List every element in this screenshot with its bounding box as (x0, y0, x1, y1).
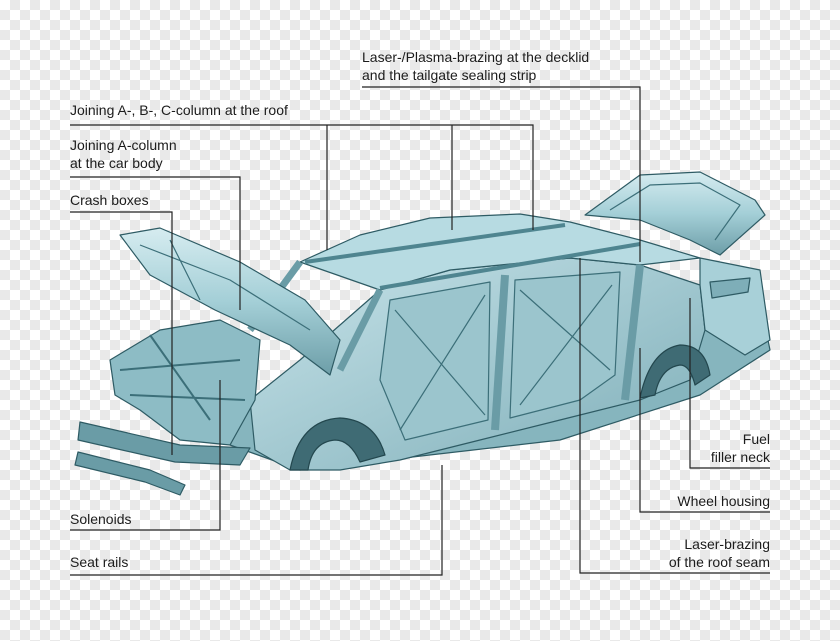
car-body-in-white (74, 171, 771, 496)
b-pillar (491, 274, 509, 431)
c-pillar (621, 264, 644, 401)
leader-crash-boxes (70, 211, 173, 455)
leader-joining-abc (70, 124, 534, 250)
decklid-inner (609, 182, 741, 241)
label-line: and the tailgate sealing strip (362, 67, 537, 83)
label-joining-abc-column: Joining A-, B-, C-column at the roof (70, 101, 288, 119)
crash-box-lower (74, 451, 186, 496)
label-line: Wheel housing (677, 493, 770, 509)
label-line: Laser-/Plasma-brazing at the decklid (362, 49, 590, 65)
roof-frame (299, 213, 701, 291)
leader-solenoids (70, 380, 221, 531)
decklid (584, 171, 766, 256)
rear-bumper (709, 277, 751, 299)
leader-laser-roof (579, 258, 770, 574)
label-line: Joining A-column (70, 137, 177, 153)
front-structure (109, 319, 261, 446)
label-seat-rails: Seat rails (70, 553, 128, 571)
hood-inner (139, 239, 311, 331)
roof-bow-rear (379, 242, 641, 290)
label-laser-plasma-brazing: Laser-/Plasma-brazing at the decklid and… (362, 48, 589, 84)
rear-wheel-arch (639, 344, 711, 399)
leader-joining-a (70, 176, 241, 310)
front-wheel-arch (289, 417, 386, 471)
label-line: Joining A-, B-, C-column at the roof (70, 102, 288, 118)
label-crash-boxes: Crash boxes (70, 191, 149, 209)
leader-lines (70, 86, 770, 576)
label-line: at the car body (70, 155, 163, 171)
label-line: filler neck (710, 449, 770, 465)
label-joining-a-column: Joining A-column at the car body (70, 136, 177, 172)
roof-bow-front (304, 223, 566, 264)
label-solenoids: Solenoids (70, 510, 132, 528)
label-fuel-filler-neck: Fuel filler neck (711, 430, 770, 466)
a-pillar-right (336, 288, 384, 372)
leader-fuel-filler (689, 298, 770, 469)
leader-laser-plasma (362, 86, 641, 262)
label-line: Solenoids (70, 511, 132, 527)
side-brace (394, 284, 613, 431)
front-door-opening (379, 281, 491, 441)
label-laser-brazing-roof-seam: Laser-brazing of the roof seam (669, 535, 770, 571)
hood (119, 227, 341, 376)
leader-wheel-housing (639, 348, 770, 513)
label-line: of the roof seam (668, 554, 770, 570)
front-rails (119, 334, 246, 421)
leader-seat-rails (70, 465, 443, 576)
front-bumper-beam (77, 421, 251, 466)
label-wheel-housing: Wheel housing (677, 492, 770, 510)
label-line: Fuel (742, 431, 770, 447)
label-line: Laser-brazing (684, 536, 770, 552)
label-line: Seat rails (70, 554, 129, 570)
label-line: Crash boxes (70, 192, 149, 208)
